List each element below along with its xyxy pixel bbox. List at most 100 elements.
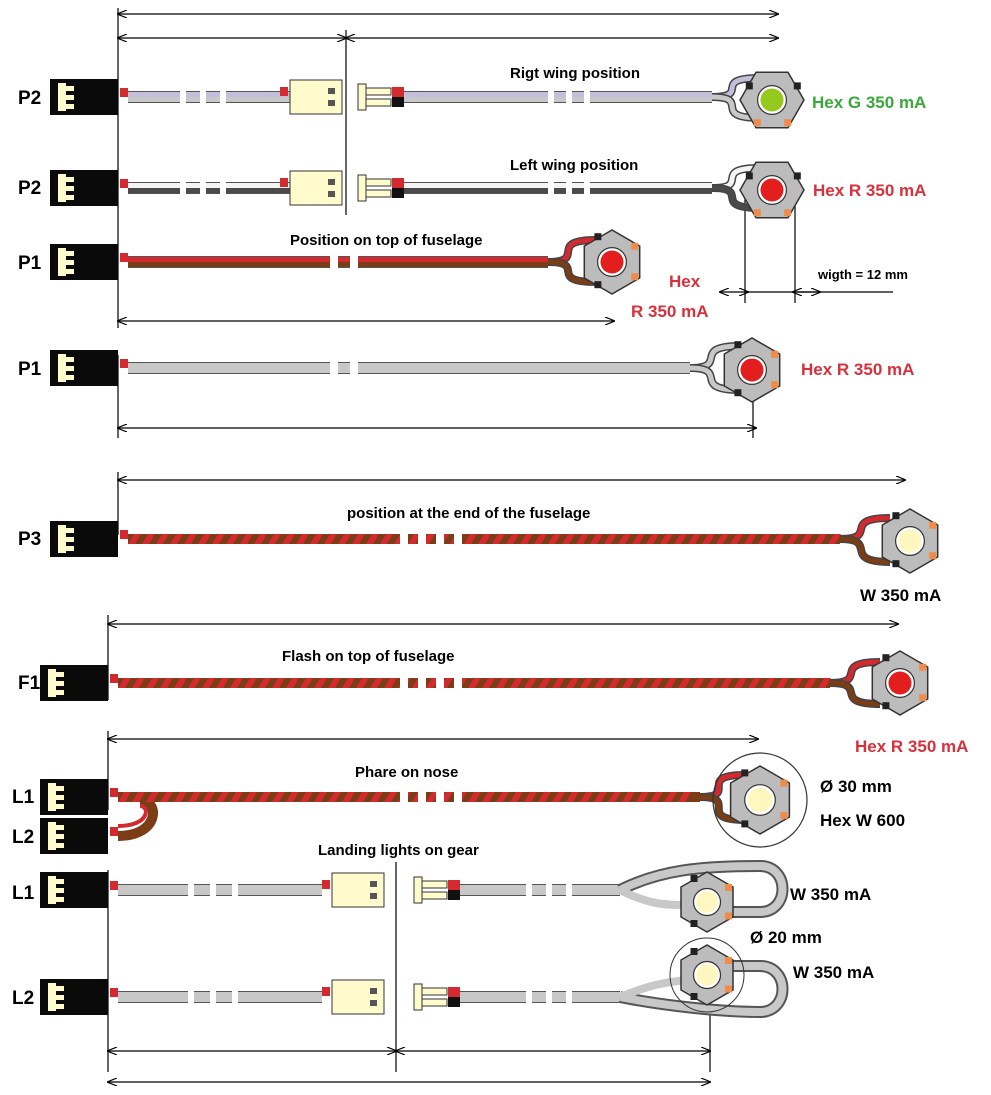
twist-segment [492,534,505,544]
port-label-p1-top: P1 [18,253,42,274]
jst-male-l1-gear [413,876,460,904]
jst-red-marker [280,87,288,96]
led-top-fuselage [583,229,641,295]
break-nose-2 [436,788,444,806]
break-p2-left-b-2 [584,179,590,197]
break-p1-top-1 [350,253,358,271]
jst-pin [362,178,392,187]
conductor-bottom [128,188,290,193]
twist-segment [282,534,295,544]
led-pad-minus [741,820,749,828]
cable-l1-gear-a [118,884,322,896]
leads-p1-top [547,236,597,286]
led-pad-plus [892,512,900,520]
cable-nose-twisted [118,792,700,802]
led-pad-orange [753,209,761,217]
led-pad-orange [784,209,792,217]
spec-hex-top: Hex [669,272,701,291]
plug-f1 [40,665,118,701]
port-label-p1: P1 [18,359,42,380]
break-p2-right-a-1 [200,88,206,106]
plug-red-marker [110,988,118,997]
twist-segment [314,678,327,688]
twist-segment [380,534,393,544]
leads-p1 [689,342,741,394]
plug-pin [50,804,64,809]
twist-segment [258,792,271,802]
twist-segment [636,678,649,688]
plug-red-marker [120,530,128,539]
width-annotation: wigth = 12 mm [817,267,908,282]
twist-base [118,792,700,802]
led-pad-orange [780,811,788,819]
led-pad-plus [741,769,749,777]
led-flash [871,650,929,716]
twist-segment [496,678,509,688]
plug-red-marker [120,179,128,188]
twist-segment [240,534,253,544]
jst-housing [413,876,423,904]
led-emitter [888,671,912,695]
twist-segment [170,534,183,544]
twist-segment [230,792,243,802]
plug-pin [50,879,64,884]
twist-segment [678,792,691,802]
led-pad-plus [690,875,698,882]
jst-slot [370,881,377,887]
leads-p2-left [711,164,761,212]
plug-pin [50,690,64,695]
caption-left-wing: Left wing position [510,157,638,174]
caption-landing: Landing lights on gear [318,842,479,859]
twist-segment [734,678,747,688]
twist-segment [272,678,285,688]
jst-slot [370,1000,377,1006]
twist-segment [664,678,677,688]
twist-segment [314,792,327,802]
jst-female-l2-gear [322,979,385,1015]
break-p2-left-a-1 [200,179,206,197]
lead-bottom [699,794,746,823]
twist-segment [636,792,649,802]
plug-pin [50,786,64,791]
twist-segment [622,792,635,802]
twist-segment [188,678,201,688]
led-pad-minus [745,172,753,180]
twist-segment [506,534,519,544]
break-l2-gear-b-0 [526,988,532,1006]
port-label-f1: F1 [18,673,41,694]
plug-red-marker [120,88,128,97]
caption-top-fuselage: Position on top of fuselage [290,232,483,249]
leads-nose [699,771,746,824]
loop-l2-nose [117,795,158,841]
spec-hex-w600: Hex W 600 [820,811,905,830]
spec-w350-end: W 350 mA [860,586,941,605]
twist-segment [818,678,831,688]
conductor-bottom [118,997,322,1002]
led-emitter [696,964,718,986]
break-l2-gear-b-2 [566,988,572,1006]
plug-pin [60,95,74,100]
break-l1-gear-a-0 [188,881,194,899]
twist-segment [538,678,551,688]
plug-l1-nose [40,779,118,815]
twist-segment [118,792,131,802]
conductor-bottom [128,97,290,102]
break-p2-right-b-1 [566,88,572,106]
plug-l2-gear [40,979,118,1015]
twist-segment [328,678,341,688]
jst-pin [418,998,448,1007]
twist-segment [468,678,481,688]
break-p3-1 [418,530,426,548]
jst-red-sleeve [392,178,404,188]
led-emitter [760,178,784,202]
led-pad-plus [793,82,801,90]
lead-l2-gear [618,976,689,1001]
break-l2-gear-a-1 [210,988,216,1006]
port-label-l1-gear: L1 [12,883,35,904]
jst-female-p2-left [280,170,343,206]
conductor-top [404,183,712,188]
break-l1-gear-a-2 [232,881,238,899]
loop-l1-gear [618,861,787,916]
break-p2-left-a-2 [220,179,226,197]
plug-pin [50,795,64,800]
